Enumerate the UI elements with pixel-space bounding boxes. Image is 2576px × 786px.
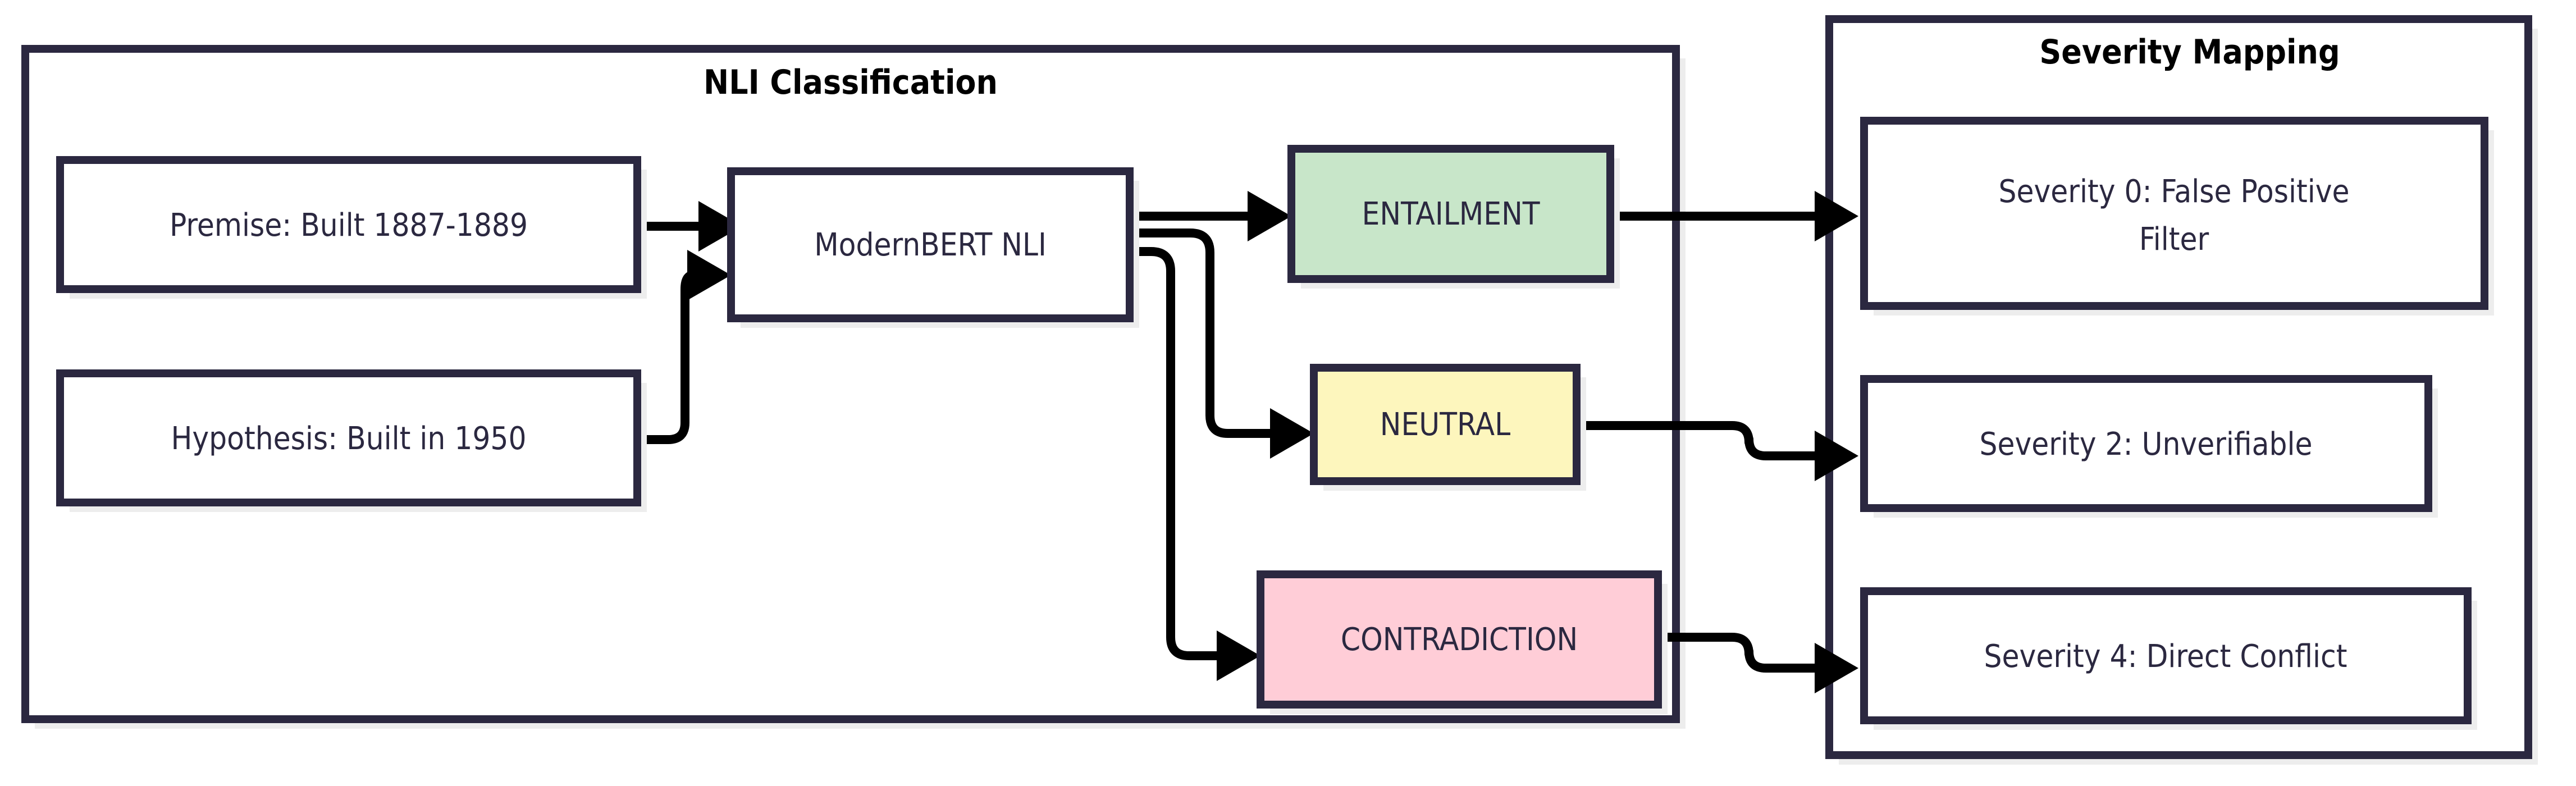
edge-neutral-to-sev2-path — [1584, 421, 1819, 460]
edge-premise-to-model-arrowhead — [698, 201, 742, 252]
edge-hypothesis-to-model-arrowhead — [687, 250, 731, 300]
node-hypothesis-box[interactable] — [56, 369, 641, 506]
node-premise-label: Premise: Built 1887-1889 — [170, 207, 528, 244]
edge-neutral-to-sev2 — [1584, 421, 1858, 481]
edge-model-to-contradiction-path — [1130, 247, 1221, 660]
edge-contradiction-to-sev4 — [1654, 633, 1858, 693]
node-premise-box[interactable] — [56, 156, 641, 293]
edge-model-to-contradiction — [1130, 247, 1260, 681]
edge-contradiction-to-sev4-arrowhead — [1815, 643, 1858, 693]
node-sev4-box[interactable] — [1860, 587, 2472, 724]
edge-neutral-to-sev2-arrowhead — [1815, 431, 1858, 481]
node-entailment-box[interactable] — [1287, 145, 1614, 283]
edge-model-to-contradiction-arrowhead — [1217, 630, 1260, 681]
node-neutral-box[interactable] — [1310, 364, 1581, 485]
node-modernbert-label: ModernBERT NLI — [814, 227, 1047, 263]
node-contradiction[interactable]: CONTRADICTION — [1257, 570, 1668, 714]
node-hypothesis-label: Hypothesis: Built in 1950 — [171, 421, 526, 457]
node-severity-0[interactable]: Severity 0: False Positive Filter — [1860, 117, 2494, 316]
edge-entailment-to-sev0-arrowhead — [1815, 191, 1858, 241]
edge-entailment-to-sev0 — [1620, 191, 1858, 241]
edge-model-to-entailment — [1130, 191, 1291, 241]
node-severity-2[interactable]: Severity 2: Unverifiable — [1860, 375, 2438, 518]
edge-premise-to-model — [647, 201, 742, 252]
node-modernbert-nli[interactable]: ModernBERT NLI — [727, 167, 1139, 328]
edges-layer — [647, 191, 1858, 693]
cluster-nli-title: NLI Classification — [704, 63, 998, 102]
cluster-severity-title: Severity Mapping — [2039, 33, 2340, 72]
node-contradiction-box[interactable] — [1257, 570, 1662, 709]
node-sev0-box[interactable] — [1860, 117, 2488, 310]
edge-model-to-neutral — [1130, 229, 1314, 459]
node-sev4-label: Severity 4: Direct Conflict — [1984, 638, 2347, 675]
edge-contradiction-to-sev4-path — [1654, 633, 1819, 673]
node-sev0-label-line1: Severity 0: False Positive — [1998, 173, 2349, 210]
node-entailment-label: ENTAILMENT — [1362, 196, 1540, 232]
node-contradiction-label: CONTRADICTION — [1341, 622, 1578, 658]
node-hypothesis[interactable]: Hypothesis: Built in 1950 — [56, 369, 647, 512]
node-modernbert-box[interactable] — [727, 167, 1134, 322]
node-neutral-label: NEUTRAL — [1380, 406, 1510, 443]
node-sev0-label-line2: Filter — [2139, 221, 2209, 258]
edge-model-to-neutral-arrowhead — [1270, 408, 1314, 459]
node-sev2-box[interactable] — [1860, 375, 2432, 512]
edge-model-to-neutral-path — [1130, 229, 1275, 438]
edge-model-to-entailment-arrowhead — [1248, 191, 1291, 241]
node-severity-4[interactable]: Severity 4: Direct Conflict — [1860, 587, 2477, 730]
node-neutral[interactable]: NEUTRAL — [1310, 364, 1586, 491]
edge-hypothesis-to-model — [647, 250, 731, 444]
node-premise[interactable]: Premise: Built 1887-1889 — [56, 156, 647, 299]
node-sev2-label: Severity 2: Unverifiable — [1979, 426, 2312, 463]
node-entailment[interactable]: ENTAILMENT — [1287, 145, 1620, 289]
